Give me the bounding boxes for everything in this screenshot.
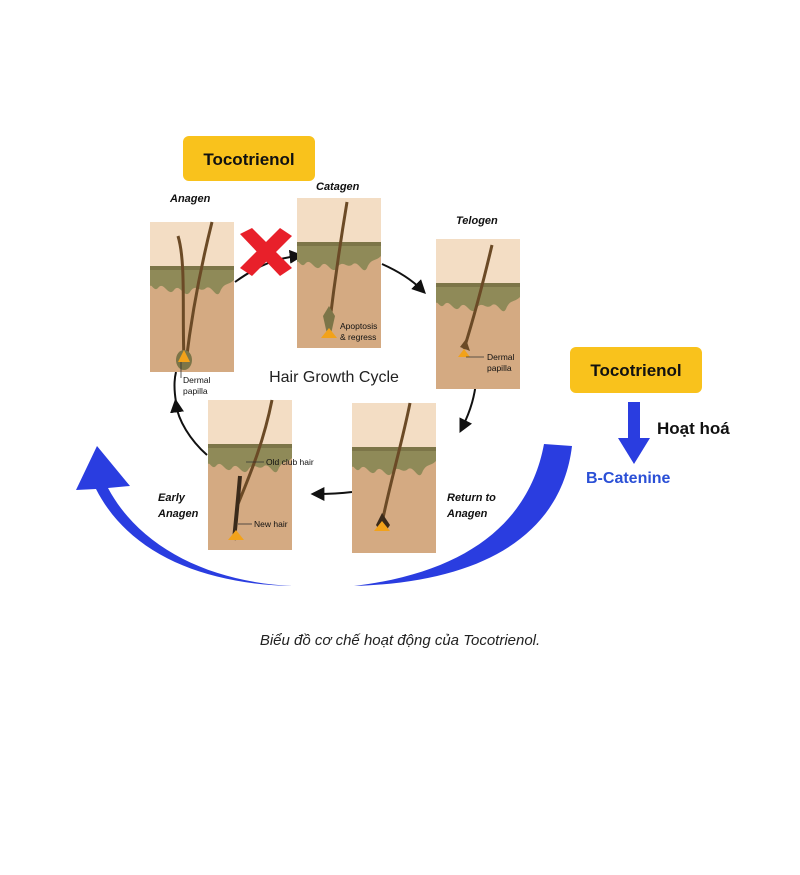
- tocotrienol-box-top: [183, 136, 315, 181]
- return-to-anagen-panel: [352, 402, 436, 553]
- anagen-dermal-label-1: Dermal: [183, 375, 211, 385]
- new-hair-label: New hair: [254, 519, 288, 529]
- cycle-arc-4: [310, 486, 353, 501]
- left-curved-arrow: [76, 446, 292, 586]
- cycle-arc-2: [381, 263, 426, 294]
- apoptosis-label-2: & regress: [340, 332, 376, 342]
- old-club-hair-label: Old club hair: [266, 457, 314, 467]
- stage-label-telogen: Telogen: [456, 215, 498, 227]
- activation-label: Hoạt hoá: [657, 419, 730, 438]
- cycle-title: Hair Growth Cycle: [269, 369, 399, 386]
- anagen-dermal-label-2: papilla: [183, 386, 208, 396]
- telogen-dermal-label-2: papilla: [487, 363, 512, 373]
- right-curved-swoosh: [354, 444, 572, 586]
- tocotrienol-right-label: Tocotrienol: [590, 361, 681, 380]
- stage-label-early-1: Early: [158, 492, 186, 504]
- telogen-panel: [436, 239, 520, 389]
- cycle-arc-5: [170, 398, 208, 456]
- stage-label-catagen: Catagen: [316, 181, 360, 193]
- apoptosis-label-1: Apoptosis: [340, 321, 377, 331]
- down-arrow-icon: [618, 402, 650, 464]
- catagen-panel: [297, 198, 381, 348]
- tocotrienol-top-label: Tocotrienol: [203, 150, 294, 169]
- telogen-dermal-label-1: Dermal: [487, 352, 515, 362]
- tocotrienol-box-right: [570, 347, 702, 393]
- stage-label-return-1: Return to: [447, 492, 496, 504]
- early-anagen-panel: [208, 399, 292, 550]
- cycle-arc-6: [173, 371, 177, 403]
- b-catenine-label: B-Catenine: [586, 470, 671, 487]
- stage-label-early-2: Anagen: [157, 508, 199, 520]
- figure-caption: Biểu đồ cơ chế hoạt động của Tocotrienol…: [259, 632, 541, 649]
- anagen-panel: [150, 221, 234, 372]
- stage-label-return-2: Anagen: [446, 508, 488, 520]
- stage-label-anagen: Anagen: [169, 193, 211, 205]
- inhibit-cross-icon: [240, 228, 292, 276]
